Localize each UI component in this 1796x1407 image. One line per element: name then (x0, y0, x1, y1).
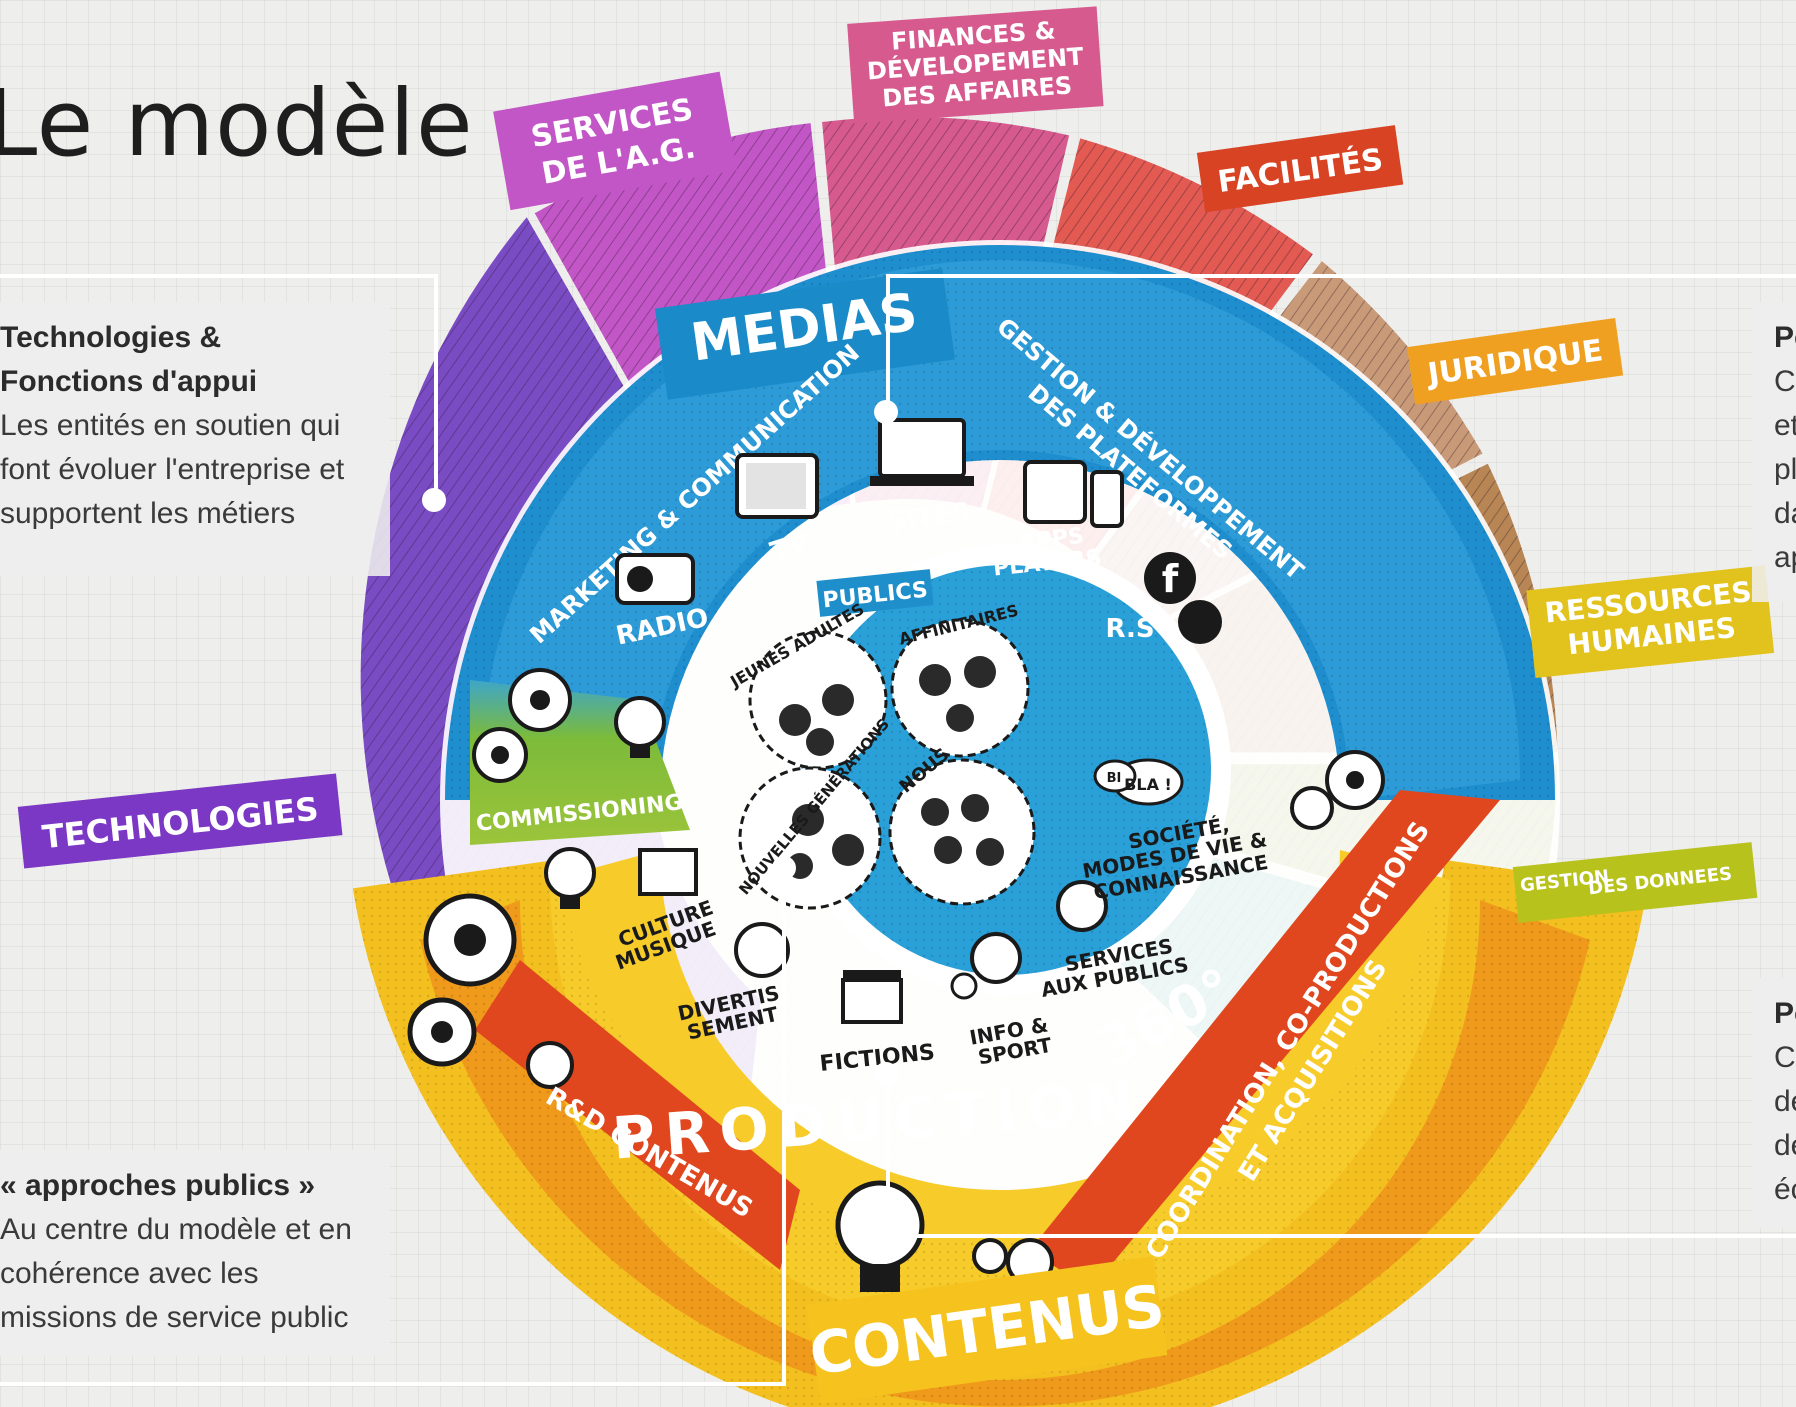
gear-icon (1325, 750, 1385, 810)
technologies-banner: TECHNOLOGIES (17, 773, 343, 869)
callout-connectors (0, 274, 1796, 1386)
rs-item: f R.S (1105, 552, 1222, 644)
callout-production: Pô Cr de de éc (1752, 978, 1796, 1228)
callout-medias: Pô Cr et pl da ap (1752, 302, 1796, 602)
public-group-jeunes (748, 630, 888, 770)
connector-dot (874, 1062, 898, 1086)
lightbulb-icon (614, 696, 666, 758)
callout-technologies-body: Les entités en soutien qui font évoluer … (0, 409, 345, 530)
svg-text:f: f (1162, 557, 1179, 601)
callout-technologies-title: Technologies & Fonctions d'appui (0, 321, 258, 398)
rh-banner: RESSOURCES HUMAINES (1526, 565, 1775, 678)
gear-icon (508, 668, 572, 732)
smiley-icon (734, 922, 790, 978)
publics-banner (816, 569, 934, 617)
callout-publics-body: Au centre du modèle et en cohérence avec… (0, 1213, 352, 1334)
callout-production-body: Cr de de éc (1774, 1041, 1796, 1206)
callout-publics-title: « approches publics » (0, 1169, 316, 1202)
medias-banner (655, 268, 955, 400)
gear-icon (472, 727, 528, 783)
callout-publics: « approches publics » Au centre du modèl… (0, 1150, 390, 1356)
twitter-icon (1178, 600, 1222, 644)
public-group-nouvelles-generations (738, 766, 882, 910)
callout-medias-body: Cr et pl da ap (1774, 365, 1796, 574)
callout-production-title: Pô (1774, 997, 1796, 1030)
laptop-icon (878, 418, 966, 478)
cyclist-icon (950, 972, 978, 1000)
juridique-banner: JURIDIQUE (1407, 317, 1624, 405)
music-book-icon (638, 848, 698, 896)
facebook-icon (1144, 552, 1196, 604)
culture-item: CULTURE MUSIQUE (612, 848, 719, 975)
connector-dot (772, 856, 796, 880)
gear-icon (423, 893, 517, 987)
gestion-donnees-banner: GESTION DES DONNEES (1512, 842, 1758, 923)
lightbulb-icon (835, 1180, 925, 1292)
clapperboard-icon (841, 978, 903, 1024)
page-title: Le modèle (0, 70, 474, 177)
gear-icon (407, 997, 477, 1067)
facilites-banner: FACILITÉS (1196, 125, 1404, 213)
phone-icon (1090, 470, 1124, 528)
rs-label: R.S (1105, 614, 1154, 644)
lightbulb-icon (526, 1041, 574, 1089)
rd-band (475, 960, 800, 1270)
public-group-affinitaires (890, 618, 1030, 758)
public-group-nous (888, 758, 1036, 906)
tv-icon (735, 453, 819, 519)
callout-medias-title: Pô (1774, 321, 1796, 354)
globe-icon (970, 932, 1022, 984)
apps-item: APPS PLAYERS (992, 460, 1124, 582)
connector-dot (422, 488, 446, 512)
gear-icon (1290, 786, 1334, 830)
contenus-banner (806, 1256, 1168, 1404)
callout-technologies: Technologies & Fonctions d'appui Les ent… (0, 302, 390, 576)
info-sport-item: INFO & SPORT (950, 932, 1054, 1069)
weather-icon (1056, 880, 1108, 932)
bubble-bi: BI (1107, 771, 1122, 786)
finances-banner: FINANCES & DÉVELOPEMENT DES AFFAIRES (847, 6, 1104, 124)
lightbulb-icon (544, 847, 596, 909)
bubble-bla: BLA ! (1124, 775, 1172, 794)
coordination-band (1030, 790, 1500, 1290)
connector-dot (874, 400, 898, 424)
services-ag-banner: SERVICES DE L'A.G. (493, 71, 738, 211)
tablet-icon (1023, 460, 1087, 524)
tv-item: TV (735, 453, 819, 568)
